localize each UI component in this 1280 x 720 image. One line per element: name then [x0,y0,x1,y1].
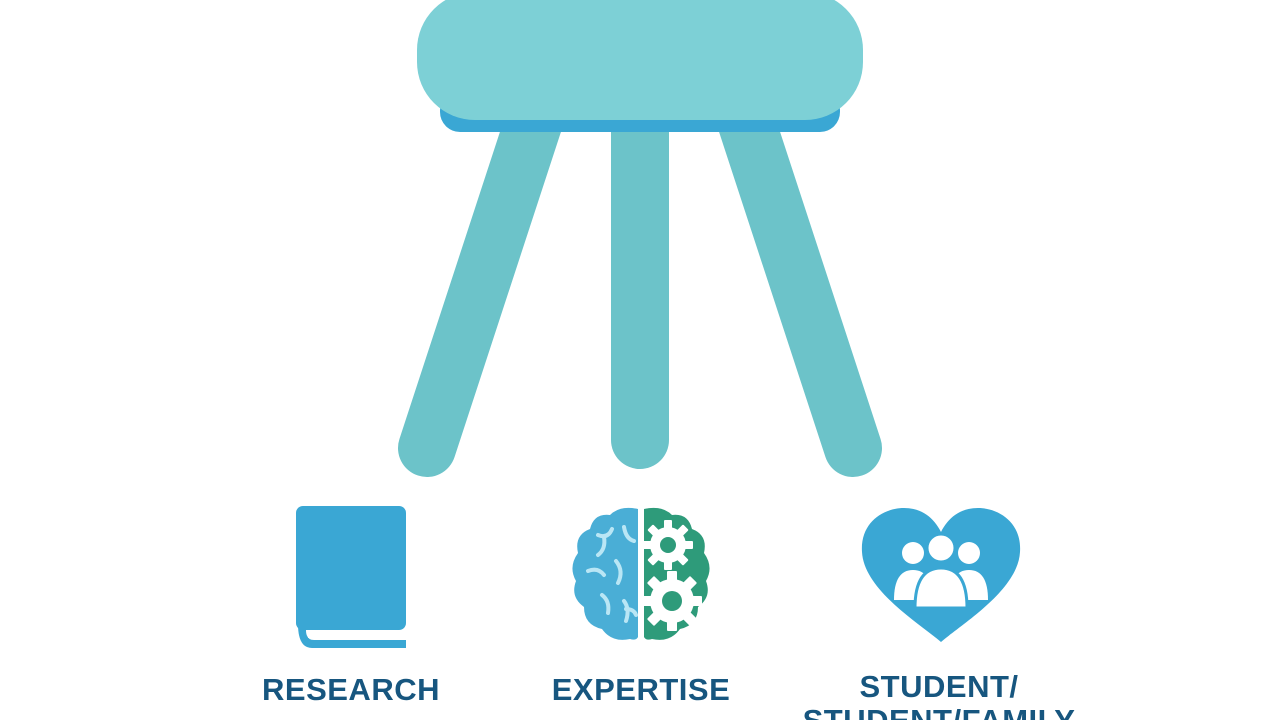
student-label-line2: STUDENT/FAMILY [779,704,1099,720]
stool-seat [417,0,863,120]
student-label-line1: STUDENT/ [859,669,1019,704]
right-leg [716,89,882,477]
expertise-label: EXPERTISE [551,672,731,707]
left-leg [398,89,564,477]
book-icon [296,506,408,650]
research-label: RESEARCH [262,672,440,707]
heart-people-icon [860,508,1022,644]
brain-gears-icon [568,505,714,645]
